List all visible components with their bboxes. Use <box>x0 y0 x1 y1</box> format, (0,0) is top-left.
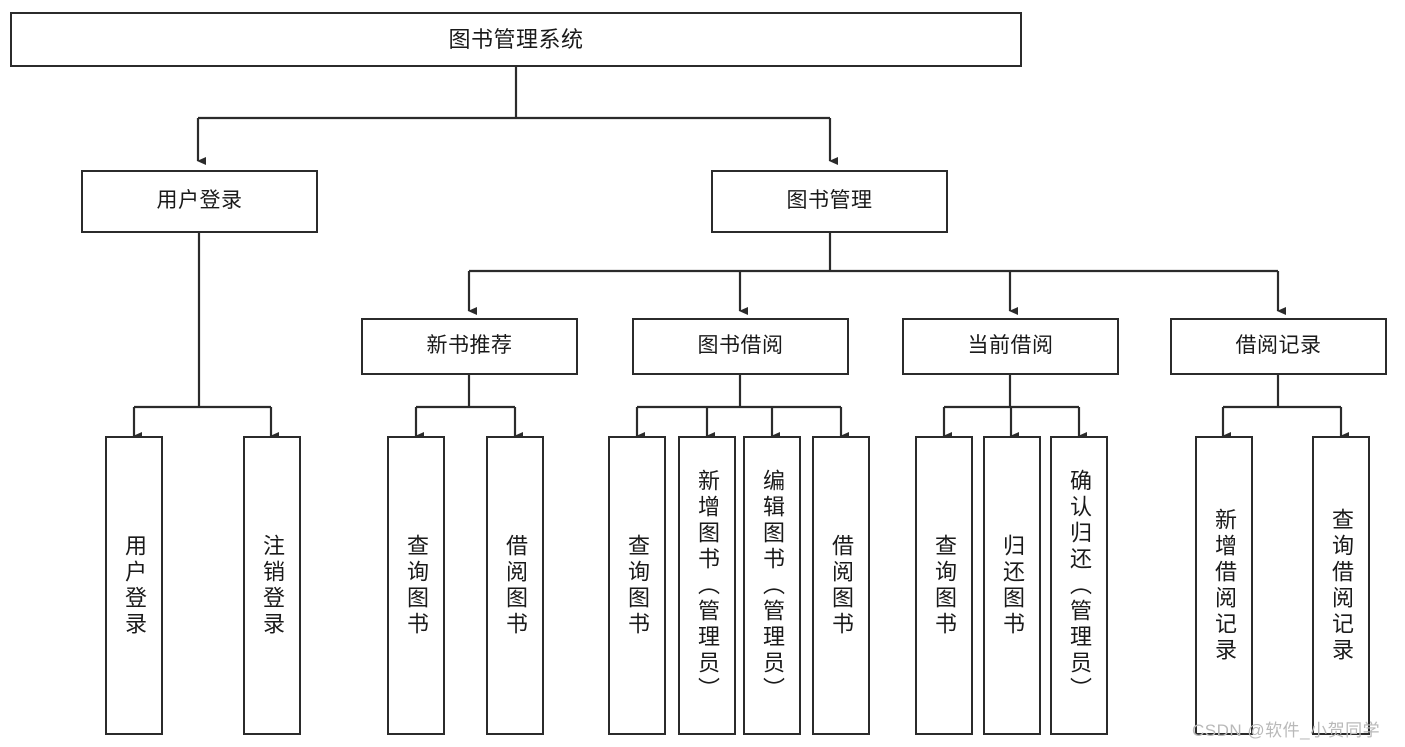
node-new-book-recommend[interactable]: 新书推荐 <box>361 318 578 375</box>
node-label: 新增图书（管理员） <box>695 468 720 703</box>
node-leaf-borrow-book[interactable]: 借阅图书 <box>812 436 870 735</box>
node-leaf-add-borrow-record[interactable]: 新增借阅记录 <box>1195 436 1253 735</box>
node-leaf-logout[interactable]: 注销登录 <box>243 436 301 735</box>
node-label: 图书管理 <box>786 189 873 213</box>
node-leaf-query-book-borrow[interactable]: 查询图书 <box>608 436 666 735</box>
node-label: 当前借阅 <box>967 334 1054 358</box>
edges-borrow-record-to-leaves <box>1221 375 1349 440</box>
node-label: 用户登录 <box>156 189 243 213</box>
node-leaf-query-borrow-record[interactable]: 查询借阅记录 <box>1312 436 1370 735</box>
node-label: 图书管理系统 <box>448 26 584 52</box>
node-label: 借阅图书 <box>829 533 854 638</box>
node-label: 归还图书 <box>1000 533 1025 638</box>
node-leaf-return-book[interactable]: 归还图书 <box>983 436 1041 735</box>
node-label: 查询图书 <box>932 533 957 638</box>
node-leaf-confirm-return-admin[interactable]: 确认归还（管理员） <box>1050 436 1108 735</box>
node-leaf-borrow-book-recommend[interactable]: 借阅图书 <box>486 436 544 735</box>
edges-user-login-to-leaves <box>132 233 279 440</box>
node-label: 查询图书 <box>625 533 650 638</box>
node-label: 新增借阅记录 <box>1212 507 1237 664</box>
node-leaf-query-book-recommend[interactable]: 查询图书 <box>387 436 445 735</box>
node-leaf-add-book-admin[interactable]: 新增图书（管理员） <box>678 436 736 735</box>
node-user-login[interactable]: 用户登录 <box>81 170 318 233</box>
node-label: 图书借阅 <box>697 334 784 358</box>
node-borrow-record[interactable]: 借阅记录 <box>1170 318 1387 375</box>
node-label: 确认归还（管理员） <box>1067 468 1092 703</box>
edges-book-manage-to-level3 <box>467 233 1286 315</box>
node-label: 新书推荐 <box>426 334 513 358</box>
node-label: 借阅记录 <box>1235 334 1322 358</box>
node-leaf-query-book-current[interactable]: 查询图书 <box>915 436 973 735</box>
edges-book-borrow-to-leaves <box>635 375 849 440</box>
edges-root-to-level2 <box>196 67 838 165</box>
node-book-management[interactable]: 图书管理 <box>711 170 948 233</box>
node-label: 查询图书 <box>404 533 429 638</box>
edges-new-book-to-leaves <box>414 375 523 440</box>
node-label: 编辑图书（管理员） <box>760 468 785 703</box>
node-leaf-edit-book-admin[interactable]: 编辑图书（管理员） <box>743 436 801 735</box>
node-label: 借阅图书 <box>503 533 528 638</box>
node-root-book-management-system[interactable]: 图书管理系统 <box>10 12 1022 67</box>
node-label: 用户登录 <box>122 533 147 638</box>
node-label: 注销登录 <box>260 533 285 638</box>
edges-current-borrow-to-leaves <box>942 375 1087 440</box>
node-label: 查询借阅记录 <box>1329 507 1354 664</box>
node-current-borrow[interactable]: 当前借阅 <box>902 318 1119 375</box>
node-book-borrow[interactable]: 图书借阅 <box>632 318 849 375</box>
node-leaf-user-login[interactable]: 用户登录 <box>105 436 163 735</box>
watermark: CSDN @软件_小贺同学 <box>1192 721 1381 740</box>
